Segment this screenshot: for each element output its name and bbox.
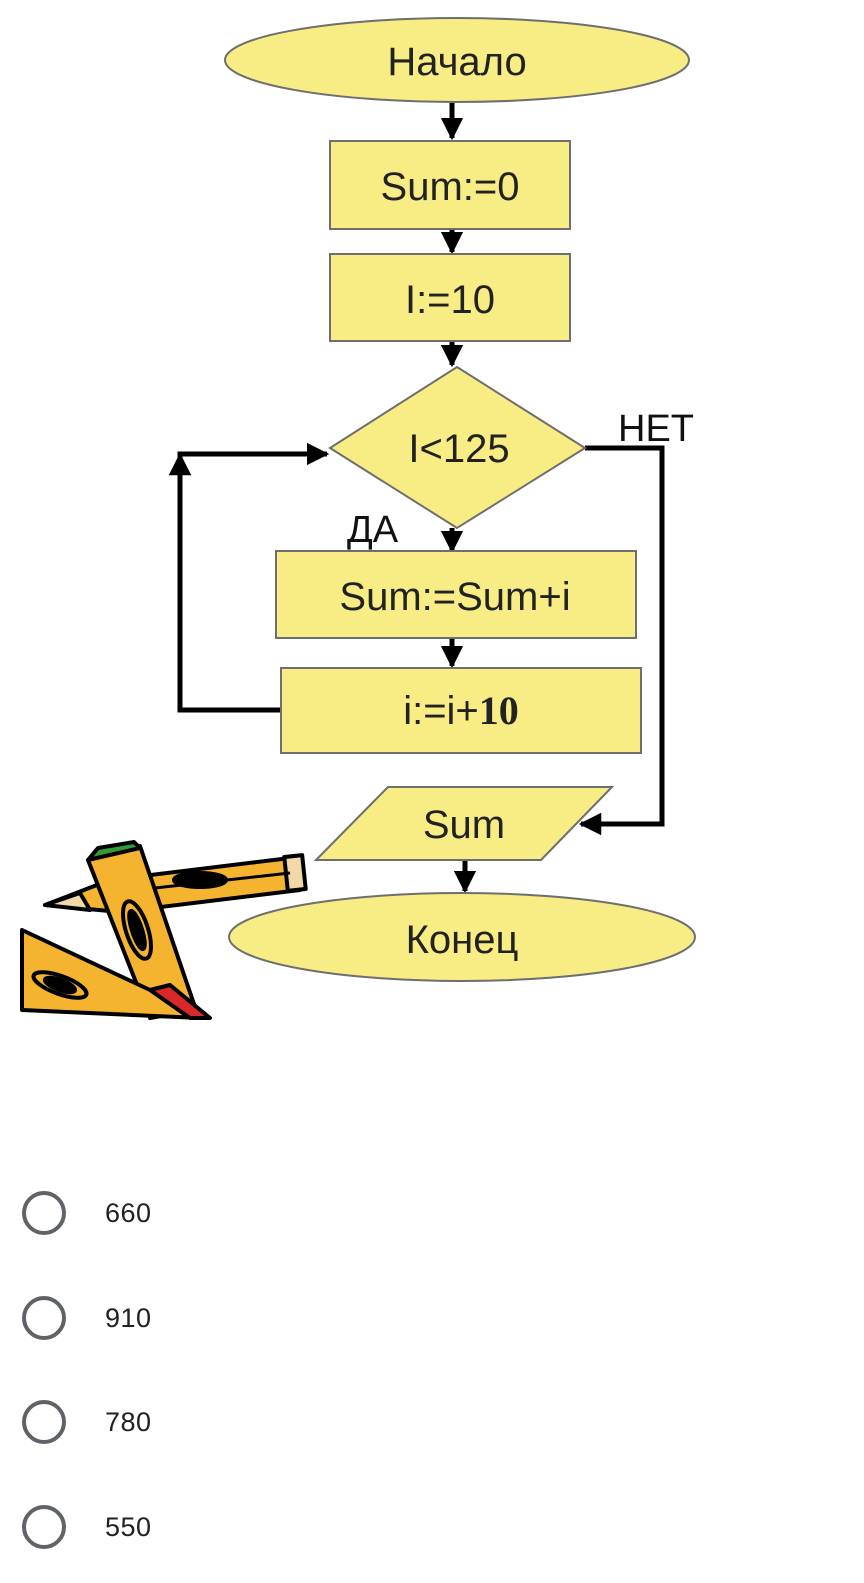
answer-option[interactable]: 910 (0, 1270, 864, 1375)
answer-option-label: 550 (105, 1512, 152, 1543)
radio-button[interactable] (22, 1191, 66, 1235)
process-i-inc-prefix: i:=i+ (403, 689, 479, 733)
yes-branch-label: ДА (347, 509, 399, 551)
answer-option[interactable]: 780 (0, 1374, 864, 1479)
radio-button[interactable] (22, 1400, 66, 1444)
radio-button[interactable] (22, 1296, 66, 1340)
output-label: Sum (423, 803, 505, 847)
radio-button[interactable] (22, 1505, 66, 1549)
no-branch-label: НЕТ (618, 408, 694, 450)
answer-option[interactable]: 550 (0, 1479, 864, 1583)
process-sum-add-label: Sum:=Sum+i (339, 575, 570, 619)
answer-option-label: 780 (105, 1407, 152, 1438)
answer-option[interactable]: 660 (0, 1165, 864, 1270)
process-i-inc-value: 10 (479, 688, 519, 733)
process-i-inc-label: i:=i+10 (403, 688, 519, 733)
flowchart-diagram: Начало Sum:=0 I:=10 I<125 НЕТ ДА Sum:=Su… (0, 0, 864, 1040)
answer-option-label: 910 (105, 1303, 152, 1334)
process-i-init-label: I:=10 (405, 278, 495, 322)
process-sum-init-label: Sum:=0 (381, 165, 520, 209)
answer-options: 660 910 780 550 (0, 1165, 864, 1583)
decision-label: I<125 (408, 427, 509, 471)
answer-option-label: 660 (105, 1198, 152, 1229)
end-label: Конец (406, 918, 519, 962)
start-label: Начало (387, 40, 526, 84)
